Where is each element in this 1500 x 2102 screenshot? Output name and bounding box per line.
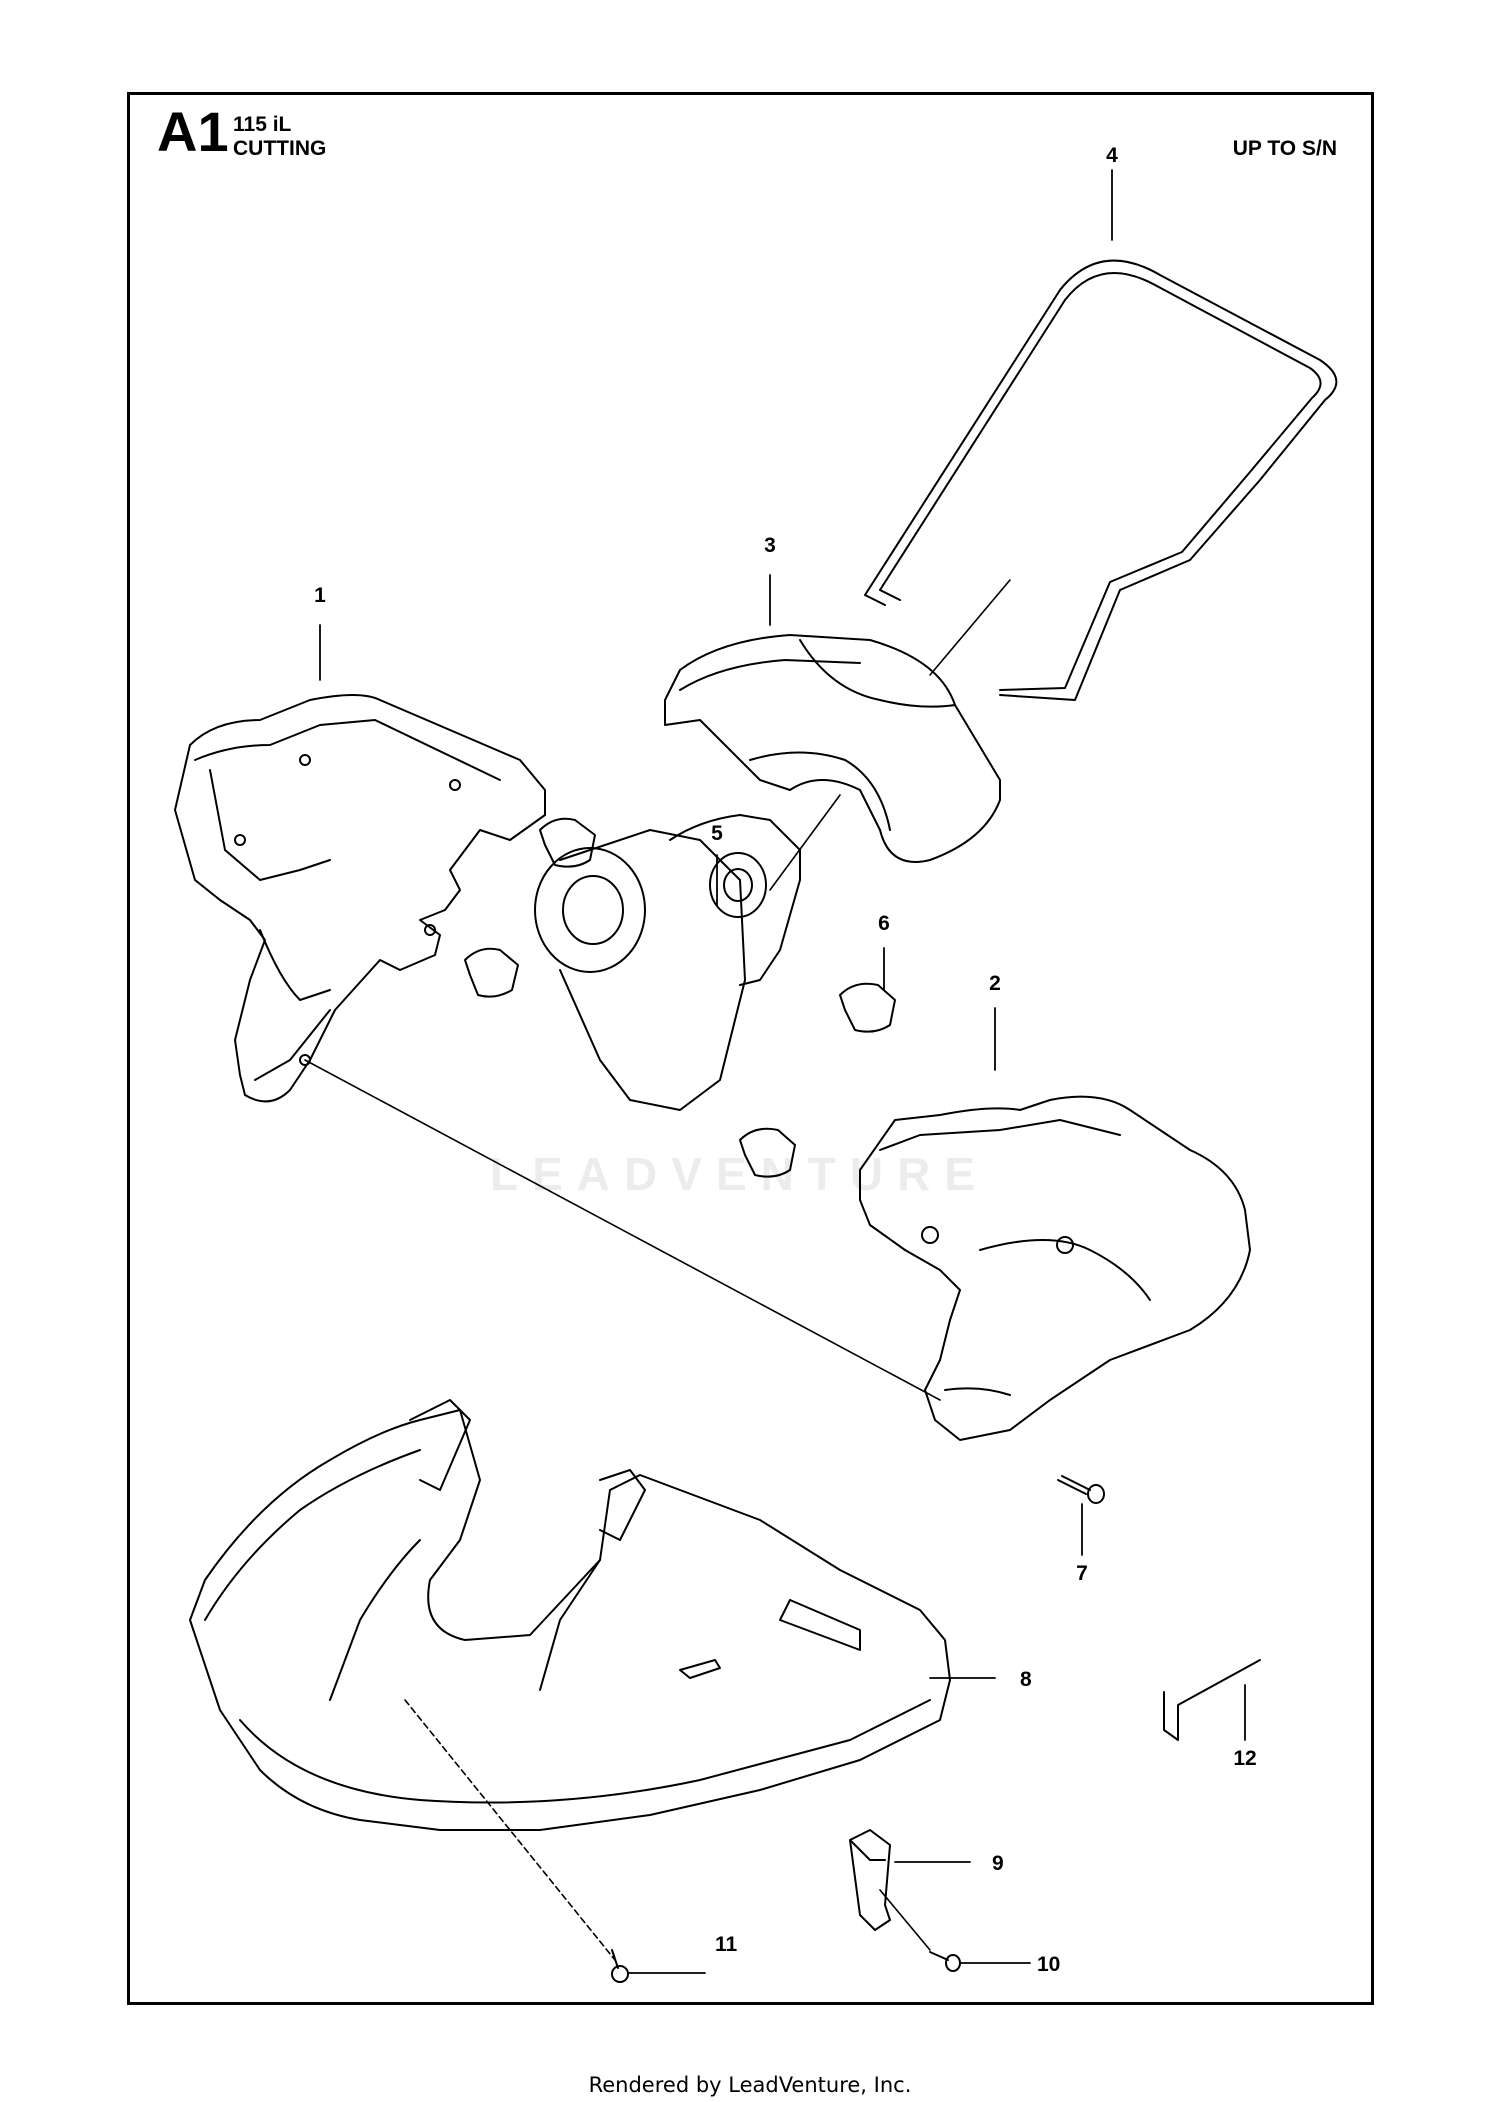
callout-leaders xyxy=(319,169,1246,1974)
housing-half-left-icon xyxy=(174,694,546,1103)
footer-credit: Rendered by LeadVenture, Inc. xyxy=(588,2073,912,2097)
screw-icon xyxy=(611,1949,629,1983)
motor-cover-icon xyxy=(664,634,1001,863)
callout-8: 8 xyxy=(1020,1668,1032,1691)
callout-1: 1 xyxy=(314,584,326,607)
callout-9: 9 xyxy=(992,1852,1004,1875)
serial-note: UP TO S/N xyxy=(1232,137,1337,160)
callout-labels: 1 2 3 4 5 6 7 8 9 10 11 12 xyxy=(314,144,1257,1976)
motor-icon xyxy=(534,814,801,1111)
callout-11: 11 xyxy=(715,1933,738,1956)
callout-7: 7 xyxy=(1076,1562,1088,1585)
callout-3: 3 xyxy=(764,534,776,557)
section-title: CUTTING xyxy=(233,137,327,160)
damper-icon xyxy=(464,817,896,1178)
hex-key-icon xyxy=(1163,1659,1261,1741)
assembly-lines xyxy=(304,579,1011,1961)
diagram-frame xyxy=(127,92,1374,2005)
callout-12: 12 xyxy=(1233,1747,1256,1770)
callout-6: 6 xyxy=(878,912,890,935)
screw-icon xyxy=(1057,1475,1105,1504)
callout-10: 10 xyxy=(1037,1953,1060,1976)
housing-half-right-icon xyxy=(859,1095,1251,1441)
wire-guard-icon xyxy=(864,259,1338,701)
watermark: LEADVENTURE xyxy=(490,1148,990,1200)
callout-2: 2 xyxy=(989,972,1001,995)
screw-icon xyxy=(929,1951,961,1972)
line-cutter-blade-icon xyxy=(849,1829,891,1931)
sheet-code: A1 xyxy=(157,100,229,163)
callout-4: 4 xyxy=(1106,144,1118,167)
model-name: 115 iL xyxy=(233,113,292,136)
trimmer-guard-icon xyxy=(189,1399,951,1831)
callout-5: 5 xyxy=(711,822,723,845)
